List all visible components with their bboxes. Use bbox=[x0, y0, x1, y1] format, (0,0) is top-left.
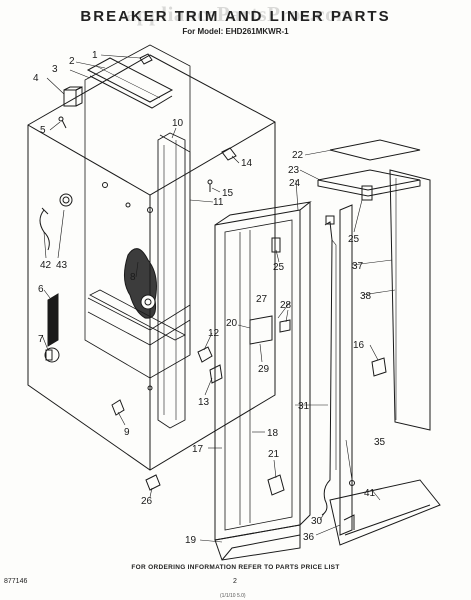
bottom-fragment: (1/1/10 5.0) bbox=[220, 593, 246, 599]
ordering-note: FOR ORDERING INFORMATION REFER TO PARTS … bbox=[131, 564, 340, 571]
callout-4: 4 bbox=[33, 73, 39, 84]
callout-41: 41 bbox=[364, 488, 376, 499]
inner-trim-pieces bbox=[249, 237, 291, 345]
callout-27: 27 bbox=[256, 294, 268, 305]
callout-22: 22 bbox=[292, 150, 304, 161]
callout-1: 1 bbox=[92, 50, 98, 61]
callout-10: 10 bbox=[172, 118, 184, 129]
callout-labels: 1 2 3 4 5 6 7 8 9 10 11 12 13 14 15 16 1… bbox=[33, 50, 386, 546]
callout-2: 2 bbox=[69, 56, 75, 67]
right-side-panels bbox=[317, 139, 441, 546]
document-number: 877146 bbox=[4, 578, 28, 585]
page-number: 2 bbox=[233, 578, 237, 585]
cabinet-body bbox=[27, 44, 276, 471]
callout-35: 35 bbox=[374, 437, 386, 448]
callout-28: 28 bbox=[280, 300, 292, 311]
callout-20: 20 bbox=[226, 318, 238, 329]
leader-lines bbox=[41, 54, 396, 543]
callout-25b: 25 bbox=[348, 234, 360, 245]
label-plate bbox=[47, 293, 59, 347]
model-subtitle: For Model: EHD261MKWR-1 bbox=[182, 27, 289, 36]
control-knob bbox=[44, 347, 60, 363]
callout-30: 30 bbox=[311, 516, 323, 527]
callout-17: 17 bbox=[192, 444, 204, 455]
callout-25a: 25 bbox=[273, 262, 285, 273]
callout-16: 16 bbox=[353, 340, 365, 351]
breaker-frame bbox=[214, 201, 312, 561]
callout-18: 18 bbox=[267, 428, 279, 439]
screw-and-bracket bbox=[207, 147, 237, 192]
callout-31: 31 bbox=[298, 401, 310, 412]
callout-8: 8 bbox=[130, 272, 136, 283]
callout-13: 13 bbox=[198, 397, 210, 408]
callout-21: 21 bbox=[268, 449, 280, 460]
callout-6: 6 bbox=[38, 284, 44, 295]
callout-12: 12 bbox=[208, 328, 220, 339]
callout-43: 43 bbox=[56, 260, 68, 271]
callout-9: 9 bbox=[124, 427, 130, 438]
callout-5: 5 bbox=[40, 125, 46, 136]
callout-36: 36 bbox=[303, 532, 315, 543]
callout-29: 29 bbox=[258, 364, 270, 375]
clip-part bbox=[139, 53, 153, 65]
top-trim-strip bbox=[86, 57, 174, 109]
heater-wire bbox=[321, 215, 337, 516]
callout-14: 14 bbox=[241, 158, 253, 169]
callout-7: 7 bbox=[38, 334, 44, 345]
screw-part bbox=[58, 116, 67, 129]
callout-37: 37 bbox=[352, 261, 364, 272]
callout-15: 15 bbox=[222, 188, 234, 199]
page-title: BREAKER TRIM AND LINER PARTS bbox=[80, 8, 391, 25]
callout-3: 3 bbox=[52, 64, 58, 75]
callout-19: 19 bbox=[185, 535, 197, 546]
callout-38: 38 bbox=[360, 291, 372, 302]
left-bracket bbox=[63, 86, 83, 107]
small-fastener bbox=[145, 474, 161, 491]
callout-42: 42 bbox=[40, 260, 52, 271]
insulation-piece bbox=[124, 248, 157, 319]
callout-11: 11 bbox=[213, 197, 224, 208]
callout-24: 24 bbox=[289, 178, 301, 189]
callout-23: 23 bbox=[288, 165, 300, 176]
callout-26: 26 bbox=[141, 496, 153, 507]
